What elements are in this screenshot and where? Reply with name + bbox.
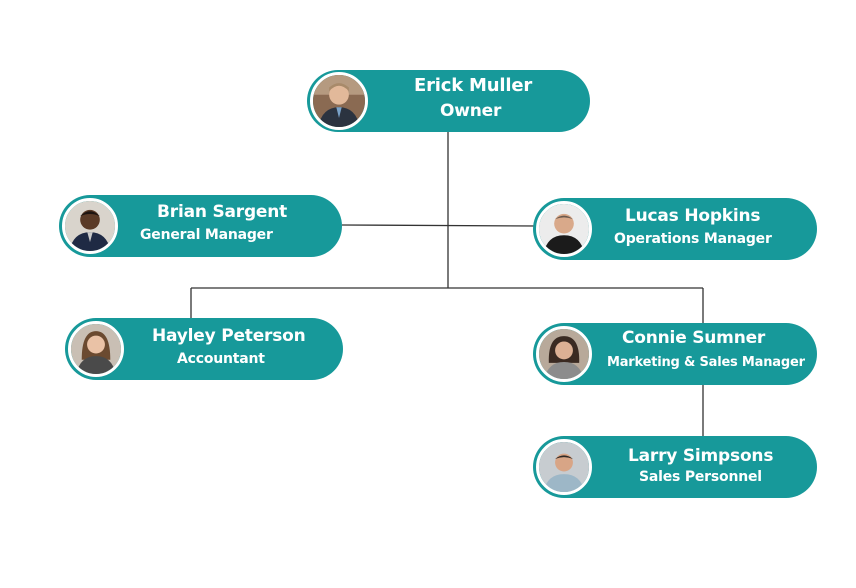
- org-node-brian-sargent: Brian Sargent General Manager: [59, 195, 342, 257]
- person-name: Connie Sumner: [622, 328, 766, 348]
- person-name: Brian Sargent: [157, 202, 288, 222]
- person-role: Accountant: [177, 351, 265, 367]
- person-photo-icon: [536, 326, 592, 382]
- person-role: Marketing & Sales Manager: [607, 355, 805, 370]
- person-name: Hayley Peterson: [152, 326, 306, 346]
- org-node-larry-simpsons: Larry Simpsons Sales Personnel: [533, 436, 817, 498]
- person-photo-icon: [536, 439, 592, 495]
- person-photo-icon: [62, 198, 118, 254]
- person-role: Sales Personnel: [639, 469, 762, 485]
- org-node-lucas-hopkins: Lucas Hopkins Operations Manager: [533, 198, 817, 260]
- person-photo-icon: [536, 201, 592, 257]
- person-photo-icon: [310, 72, 368, 130]
- person-name: Larry Simpsons: [628, 446, 774, 466]
- org-node-hayley-peterson: Hayley Peterson Accountant: [65, 318, 343, 380]
- connector-managers: [341, 224, 539, 227]
- person-role: General Manager: [140, 227, 273, 243]
- org-node-connie-sumner: Connie Sumner Marketing & Sales Manager: [533, 323, 817, 385]
- person-name: Erick Muller: [414, 75, 533, 96]
- org-node-erick-muller: Erick Muller Owner: [307, 70, 590, 132]
- person-role: Operations Manager: [614, 231, 772, 247]
- person-role: Owner: [440, 101, 502, 121]
- person-name: Lucas Hopkins: [625, 206, 761, 226]
- person-photo-icon: [68, 321, 124, 377]
